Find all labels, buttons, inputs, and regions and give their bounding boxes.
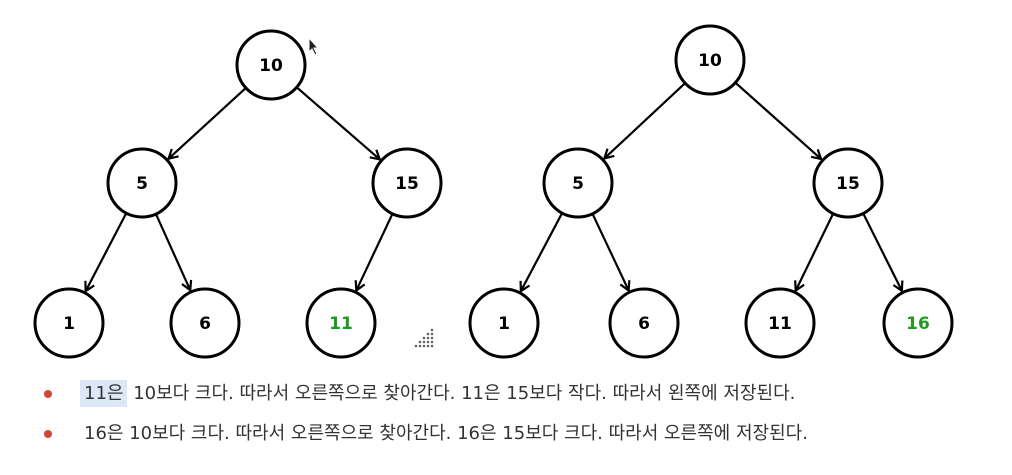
- node-label: 15: [395, 174, 419, 194]
- node-circle: [882, 287, 954, 359]
- node-label: 10: [259, 56, 283, 76]
- bullet-icon: [44, 430, 52, 438]
- node-label: 11: [768, 314, 792, 334]
- node-circle: [608, 287, 680, 359]
- tree-node-16: 16: [882, 287, 954, 359]
- node-label: 6: [638, 314, 650, 334]
- node-label: 1: [498, 314, 510, 334]
- node-label: 11: [329, 314, 353, 334]
- tree-node-15: 15: [371, 147, 443, 219]
- node-circle: [542, 147, 614, 219]
- node-circle: [468, 287, 540, 359]
- node-circle: [33, 287, 105, 359]
- tree-edge-arrow: [169, 87, 246, 159]
- note-text: 16은 10보다 크다. 따라서 오른쪽으로 찾아간다. 16은 15보다 크다…: [84, 423, 808, 444]
- node-label: 15: [836, 174, 860, 194]
- node-label: 16: [906, 314, 930, 334]
- tree-node-5: 5: [106, 147, 178, 219]
- tree-node-10: 10: [674, 24, 746, 96]
- list-item: 11은 10보다 크다. 따라서 오른쪽으로 찾아간다. 11은 15보다 작다…: [44, 378, 808, 418]
- tree-edge-arrow: [862, 213, 902, 290]
- tree-node-5: 5: [542, 147, 614, 219]
- resize-grip-icon[interactable]: [414, 328, 434, 348]
- tree-edge-arrow: [356, 214, 394, 291]
- node-circle: [305, 287, 377, 359]
- list-item: 16은 10보다 크다. 따라서 오른쪽으로 찾아간다. 16은 15보다 크다…: [44, 418, 808, 458]
- explanation-list: 11은 10보다 크다. 따라서 오른쪽으로 찾아간다. 11은 15보다 작다…: [44, 378, 808, 458]
- tree-node-1: 1: [468, 287, 540, 359]
- tree-edge-arrow: [155, 214, 190, 290]
- mouse-cursor-icon: [308, 36, 320, 56]
- tree-edge-arrow: [296, 87, 379, 159]
- tree-edge-arrow: [591, 214, 629, 291]
- node-label: 1: [63, 314, 75, 334]
- node-circle: [106, 147, 178, 219]
- selected-text[interactable]: 11은: [80, 380, 128, 407]
- tree-node-15: 15: [812, 147, 884, 219]
- tree-edge-arrow: [604, 83, 686, 159]
- bullet-icon: [44, 390, 52, 398]
- node-label: 10: [698, 51, 722, 71]
- node-label: 5: [136, 174, 148, 194]
- node-circle: [812, 147, 884, 219]
- node-label: 6: [199, 314, 211, 334]
- note-text: 10보다 크다. 따라서 오른쪽으로 찾아간다. 11은 15보다 작다. 따라…: [127, 383, 796, 404]
- tree-edge-arrow: [521, 213, 563, 291]
- tree-edge-arrow: [796, 214, 834, 290]
- node-circle: [371, 147, 443, 219]
- tree-node-6: 6: [608, 287, 680, 359]
- node-label: 5: [572, 174, 584, 194]
- tree-node-11: 11: [744, 287, 816, 359]
- node-circle: [674, 24, 746, 96]
- tree-edge-arrow: [735, 82, 821, 159]
- tree-node-10: 10: [235, 29, 307, 101]
- node-circle: [744, 287, 816, 359]
- tree-node-11: 11: [305, 287, 377, 359]
- tree-node-6: 6: [169, 287, 241, 359]
- tree-edge-arrow: [86, 213, 127, 291]
- node-circle: [235, 29, 307, 101]
- node-circle: [169, 287, 241, 359]
- tree-node-1: 1: [33, 287, 105, 359]
